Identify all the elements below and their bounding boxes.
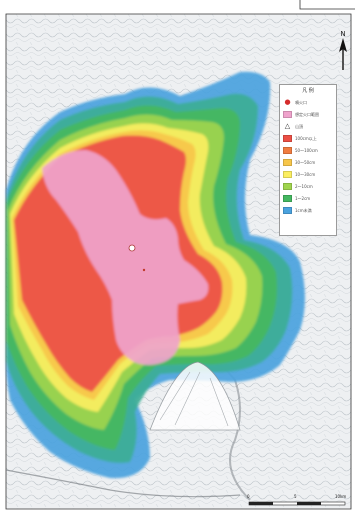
scale-label-0: 0: [247, 494, 250, 499]
legend-item: △ 山頂: [283, 120, 333, 132]
legend-swatch: [283, 146, 292, 154]
legend-item: 1cm未満: [283, 204, 333, 216]
volcano-hachures: [159, 371, 229, 427]
zone-pink-crater-range: [42, 150, 209, 365]
legend-item: 10〜30cm: [283, 168, 333, 180]
legend-marker-icon: ●: [284, 97, 291, 106]
legend-label: 山頂: [295, 123, 303, 129]
scale-label-5: 5: [294, 494, 297, 499]
legend-box: 凡 例 ● 噴火口想定火口範囲 △ 山頂 100cm以上 50〜100cm 30〜50cm 1…: [279, 84, 337, 236]
legend-item: 50〜100cm: [283, 144, 333, 156]
legend-label: 100cm以上: [295, 135, 317, 141]
legend-label: 1cm未満: [295, 207, 312, 213]
legend-item: 100cm以上: [283, 132, 333, 144]
legend-label: 50〜100cm: [295, 147, 318, 153]
legend-item: 2〜10cm: [283, 180, 333, 192]
legend-item: ● 噴火口: [283, 96, 333, 108]
summit-dot: [142, 268, 146, 272]
volcano-cone: [149, 361, 241, 431]
legend-label: 1〜2cm: [295, 195, 311, 201]
legend-label: 10〜30cm: [295, 171, 316, 177]
legend-swatch: [283, 194, 292, 202]
legend-marker-icon: △: [284, 121, 291, 130]
legend-swatch: [283, 182, 292, 190]
scale-bar: 0 5 10km: [247, 494, 347, 506]
scale-bar-graphic: [248, 501, 346, 506]
crater-vent-marker: [128, 244, 136, 252]
north-indicator: N: [335, 30, 351, 78]
legend-swatch: [283, 158, 292, 166]
map-frame-corner: [299, 0, 355, 10]
legend-swatch: [283, 170, 292, 178]
legend-item: 30〜50cm: [283, 156, 333, 168]
legend-title: 凡 例: [302, 88, 314, 94]
ashfall-zones: [6, 71, 305, 479]
legend-swatch: [283, 134, 292, 142]
legend-label: 噴火口: [295, 99, 307, 105]
legend-swatch: [283, 110, 292, 118]
legend-item: 1〜2cm: [283, 192, 333, 204]
legend-item: 想定火口範囲: [283, 108, 333, 120]
north-letter: N: [340, 30, 346, 38]
legend-label: 2〜10cm: [295, 183, 313, 189]
north-arrow-icon: [339, 38, 347, 70]
legend-label: 30〜50cm: [295, 159, 316, 165]
scale-label-10km: 10km: [335, 494, 347, 499]
legend-list: ● 噴火口想定火口範囲 △ 山頂 100cm以上 50〜100cm 30〜50cm 10〜30…: [283, 96, 333, 216]
legend-label: 想定火口範囲: [295, 111, 319, 117]
coastline: [5, 469, 241, 498]
legend-swatch: [283, 206, 292, 214]
